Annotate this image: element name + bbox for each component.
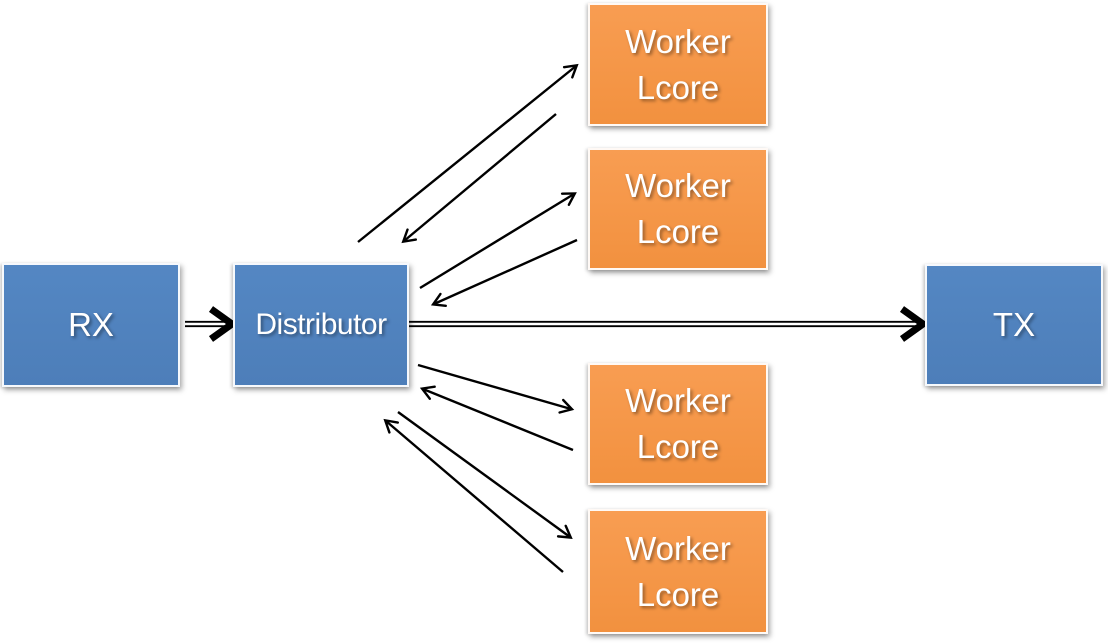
node-tx-label: TX <box>992 306 1036 344</box>
node-distributor-label: Distributor <box>255 308 387 342</box>
arrow-worker-4-to-distributor <box>383 418 564 573</box>
node-worker-lcore-3-label: Worker Lcore <box>625 382 731 465</box>
node-rx: RX <box>2 263 180 387</box>
node-worker-lcore-1-label: Worker Lcore <box>625 22 731 106</box>
arrow-distributor-to-worker-2 <box>419 192 577 290</box>
arrow-worker-3-to-distributor <box>419 385 574 452</box>
arrow-worker-1-to-distributor <box>401 113 557 244</box>
node-rx-label: RX <box>68 306 114 344</box>
arrow-distributor-to-tx <box>406 306 930 342</box>
arrow-distributor-to-worker-3 <box>417 363 575 414</box>
node-distributor: Distributor <box>233 263 409 387</box>
node-worker-lcore-3: Worker Lcore <box>588 363 768 485</box>
node-worker-lcore-1: Worker Lcore <box>588 3 768 126</box>
arrow-rx-to-distributor <box>185 306 239 342</box>
node-worker-lcore-4: Worker Lcore <box>588 509 768 634</box>
arrow-distributor-to-worker-1 <box>357 63 579 243</box>
node-worker-lcore-4-label: Worker Lcore <box>625 529 731 613</box>
arrow-worker-2-to-distributor <box>430 238 578 308</box>
node-tx: TX <box>925 264 1103 386</box>
node-worker-lcore-2: Worker Lcore <box>588 148 768 270</box>
arrow-distributor-to-worker-4 <box>397 411 573 539</box>
node-worker-lcore-2-label: Worker Lcore <box>625 167 731 250</box>
